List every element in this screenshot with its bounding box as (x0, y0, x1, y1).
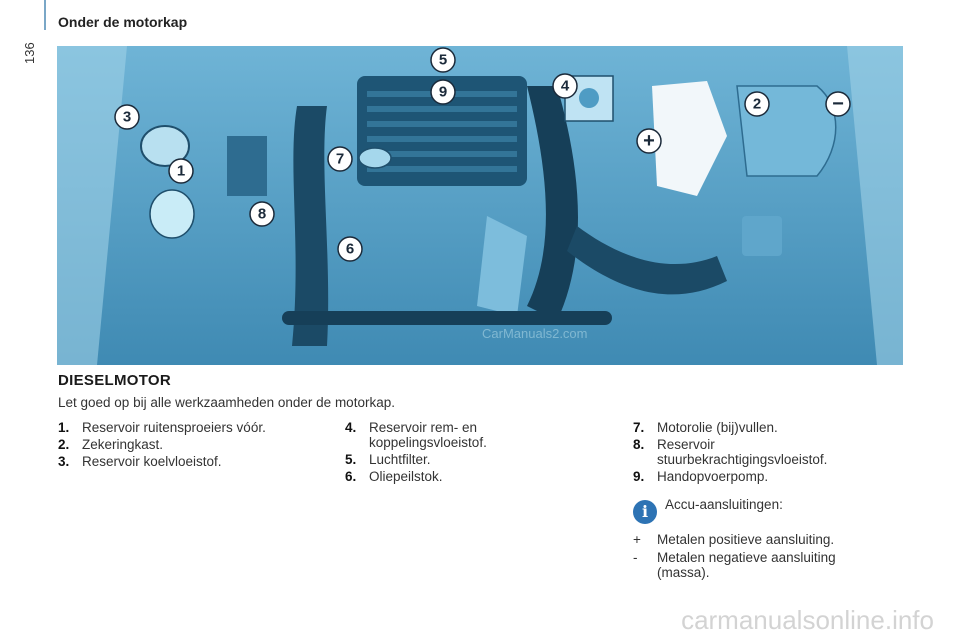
svg-text:4: 4 (561, 78, 570, 95)
item-text: Oliepeilstok. (369, 469, 443, 484)
item-text: Reservoir ruitensproeiers vóór. (82, 420, 266, 435)
parts-list-column-3: 7. Motorolie (bij)vullen. 8. Reservoir stu… (633, 420, 883, 486)
list-item: 6. Oliepeilstok. (345, 469, 565, 484)
svg-text:+: + (643, 130, 655, 152)
parts-list-column-1: 1. Reservoir ruitensproeiers vóór. 2. Zeke… (58, 420, 318, 471)
footer-watermark: carmanualsonline.info (681, 605, 934, 635)
oil-filler-cap (358, 147, 392, 169)
callout-8: 8 (249, 201, 275, 227)
svg-text:9: 9 (439, 84, 447, 101)
list-item: 4. Reservoir rem- en koppelingsvloeistof. (345, 420, 565, 450)
list-item: 5. Luchtfilter. (345, 452, 565, 467)
callout-2: 2 (744, 91, 770, 117)
svg-text:1: 1 (177, 163, 185, 180)
list-item: 1. Reservoir ruitensproeiers vóór. (58, 420, 318, 435)
washer-reservoir (149, 189, 195, 239)
battery-negative-terminal: − (825, 91, 851, 117)
battery-connections-list: + Metalen positieve aansluiting. - Metalen… (633, 532, 883, 583)
callout-1: 1 (168, 158, 194, 184)
connection-text: Metalen positieve aansluiting. (657, 532, 835, 547)
item-text: Reservoir koelvloeistof. (82, 454, 222, 469)
intake-hose-center (527, 86, 578, 321)
right-fender (847, 46, 903, 365)
item-number: 7. (633, 420, 645, 435)
header-rule (44, 0, 46, 30)
air-duct (567, 226, 727, 295)
front-crossmember (282, 311, 612, 325)
oil-dipstick-housing (477, 216, 527, 316)
parts-list-column-2: 4. Reservoir rem- en koppelingsvloeistof.… (345, 420, 565, 486)
page-number: 136 (22, 42, 37, 64)
callouts: 1 2 3 4 5 6 7 8 9 (114, 47, 770, 262)
item-text: Zekeringkast. (82, 437, 164, 452)
item-number: 9. (633, 469, 645, 484)
callout-5: 5 (430, 47, 456, 73)
svg-text:3: 3 (123, 109, 131, 126)
power-steering-reservoir (742, 216, 782, 256)
coolant-bracket (227, 136, 267, 196)
battery-cover (652, 81, 727, 196)
intake-hose-left (292, 106, 329, 346)
engine-bay-illustration: 1 2 3 4 5 6 7 8 9 + − CarManuals2.com (57, 46, 903, 365)
connection-symbol: + (633, 532, 641, 547)
svg-text:2: 2 (753, 96, 761, 113)
item-text: Reservoir stuurbekrachtigingsvloeistof. (657, 437, 828, 467)
left-fender (57, 46, 127, 365)
list-item: + Metalen positieve aansluiting. (633, 532, 883, 547)
figure-watermark: CarManuals2.com (482, 326, 588, 341)
item-number: 3. (58, 454, 70, 469)
item-number: 6. (345, 469, 357, 484)
svg-text:6: 6 (346, 241, 354, 258)
item-number: 2. (58, 437, 70, 452)
svg-text:8: 8 (258, 206, 266, 223)
connection-text: Metalen negatieve aansluiting (massa). (657, 550, 836, 580)
svg-text:5: 5 (439, 52, 447, 69)
callout-6: 6 (337, 236, 363, 262)
section-heading: DIESELMOTOR (58, 372, 172, 389)
item-number: 8. (633, 437, 645, 452)
list-item: 7. Motorolie (bij)vullen. (633, 420, 883, 435)
list-item: 8. Reservoir stuurbekrachtigingsvloeistof… (633, 437, 883, 467)
item-number: 4. (345, 420, 357, 435)
item-text: Motorolie (bij)vullen. (657, 420, 778, 435)
intro-text: Let goed op bij alle werkzaamheden onder… (58, 395, 395, 410)
list-item: 9. Handopvoerpomp. (633, 469, 883, 484)
svg-text:7: 7 (336, 151, 344, 168)
list-item: 2. Zekeringkast. (58, 437, 318, 452)
item-number: 1. (58, 420, 70, 435)
item-number: 5. (345, 452, 357, 467)
callout-4: 4 (552, 73, 578, 99)
section-title: Onder de motorkap (58, 14, 188, 30)
battery-positive-terminal: + (636, 128, 662, 154)
engine-bay-svg: 1 2 3 4 5 6 7 8 9 + − CarManuals2.com (57, 46, 903, 365)
info-icon: i (633, 500, 657, 524)
callout-3: 3 (114, 104, 140, 130)
battery-connections-title: Accu-aansluitingen: (665, 497, 783, 512)
list-item: 3. Reservoir koelvloeistof. (58, 454, 318, 469)
callout-7: 7 (327, 146, 353, 172)
item-text: Luchtfilter. (369, 452, 431, 467)
list-item: - Metalen negatieve aansluiting (massa). (633, 550, 883, 580)
brake-fluid-cap (579, 88, 599, 108)
callout-9: 9 (430, 79, 456, 105)
engine-cover (357, 76, 527, 186)
connection-symbol: - (633, 550, 638, 565)
svg-text:−: − (832, 93, 844, 115)
item-text: Handopvoerpomp. (657, 469, 769, 484)
coolant-reservoir-cap (140, 125, 190, 167)
item-text: Reservoir rem- en koppelingsvloeistof. (369, 420, 487, 450)
